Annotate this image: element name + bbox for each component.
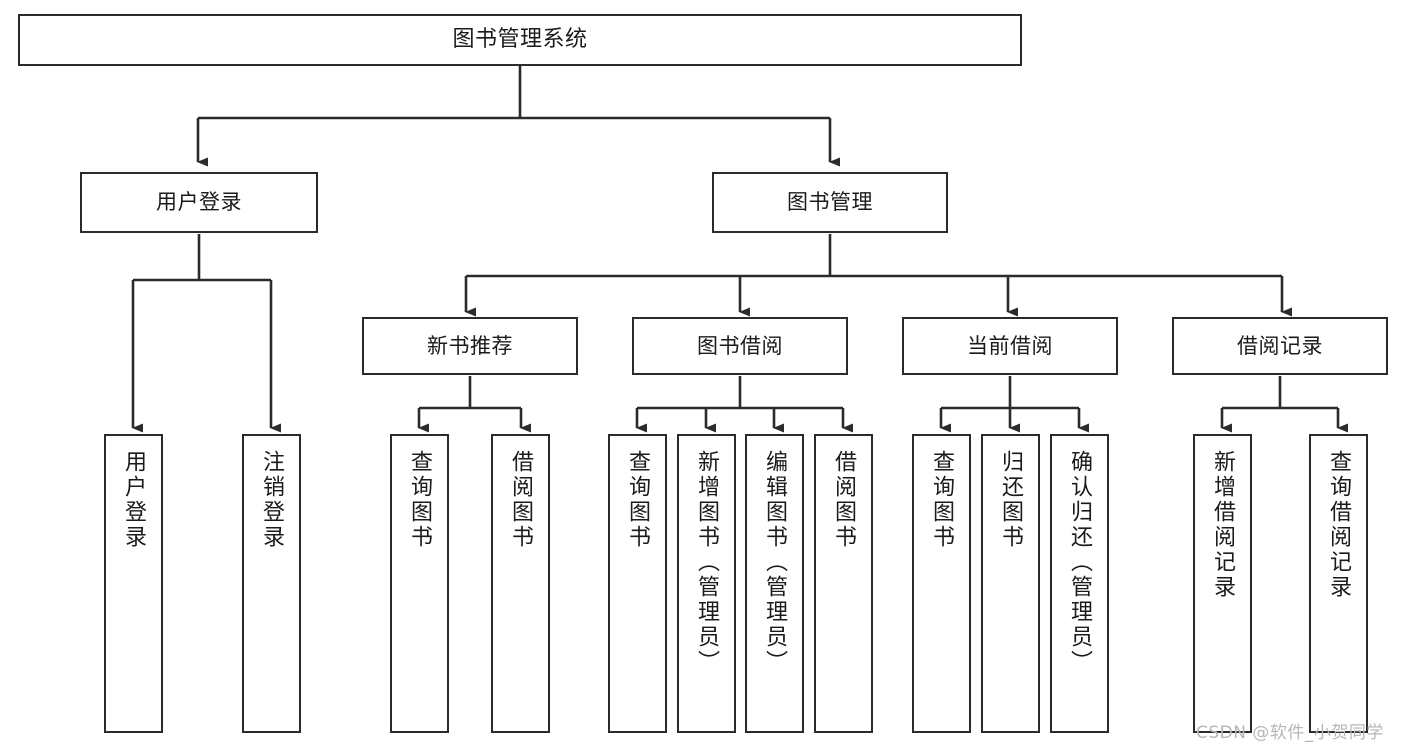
node-book-borrow-label: 图书借阅 <box>697 333 783 358</box>
leaf-newbook-borrow[interactable]: 借阅图书 <box>491 434 550 733</box>
leaf-record-add[interactable]: 新增借阅记录 <box>1193 434 1252 733</box>
leaf-record-query[interactable]: 查询借阅记录 <box>1309 434 1368 733</box>
leaf-user-login-signout[interactable]: 注销登录 <box>242 434 301 733</box>
leaf-borrow-checkout[interactable]: 借阅图书 <box>814 434 873 733</box>
node-borrow-record-label: 借阅记录 <box>1237 333 1323 358</box>
leaf-current-confirm-admin[interactable]: 确认归还（管理员） <box>1050 434 1109 733</box>
leaf-user-login-signin[interactable]: 用户登录 <box>104 434 163 733</box>
leaf-current-query-label: 查询图书 <box>929 450 955 550</box>
node-book-management[interactable]: 图书管理 <box>712 172 948 233</box>
leaf-record-query-label: 查询借阅记录 <box>1326 450 1352 600</box>
leaf-newbook-query[interactable]: 查询图书 <box>390 434 449 733</box>
node-new-book-recommend[interactable]: 新书推荐 <box>362 317 578 375</box>
leaf-current-confirm-admin-label: 确认归还（管理员） <box>1067 450 1093 675</box>
node-current-borrow-label: 当前借阅 <box>967 333 1053 358</box>
node-user-login[interactable]: 用户登录 <box>80 172 318 233</box>
leaf-current-return[interactable]: 归还图书 <box>981 434 1040 733</box>
node-root-label: 图书管理系统 <box>452 27 588 53</box>
node-book-management-label: 图书管理 <box>787 190 873 215</box>
leaf-user-login-signin-label: 用户登录 <box>121 450 147 550</box>
leaf-current-query[interactable]: 查询图书 <box>912 434 971 733</box>
leaf-borrow-checkout-label: 借阅图书 <box>831 450 857 550</box>
leaf-record-add-label: 新增借阅记录 <box>1210 450 1236 600</box>
leaf-current-return-label: 归还图书 <box>998 450 1024 550</box>
leaf-user-login-signout-label: 注销登录 <box>259 450 285 550</box>
node-current-borrow[interactable]: 当前借阅 <box>902 317 1118 375</box>
node-user-login-label: 用户登录 <box>156 190 242 215</box>
node-root[interactable]: 图书管理系统 <box>18 14 1022 66</box>
node-borrow-record[interactable]: 借阅记录 <box>1172 317 1388 375</box>
leaf-borrow-edit-admin[interactable]: 编辑图书（管理员） <box>745 434 804 733</box>
node-book-borrow[interactable]: 图书借阅 <box>632 317 848 375</box>
leaf-borrow-query[interactable]: 查询图书 <box>608 434 667 733</box>
leaf-borrow-add-admin-label: 新增图书（管理员） <box>694 450 720 675</box>
leaf-newbook-query-label: 查询图书 <box>407 450 433 550</box>
leaf-newbook-borrow-label: 借阅图书 <box>508 450 534 550</box>
leaf-borrow-query-label: 查询图书 <box>625 450 651 550</box>
leaf-borrow-add-admin[interactable]: 新增图书（管理员） <box>677 434 736 733</box>
leaf-borrow-edit-admin-label: 编辑图书（管理员） <box>762 450 788 675</box>
node-new-book-recommend-label: 新书推荐 <box>427 333 513 358</box>
